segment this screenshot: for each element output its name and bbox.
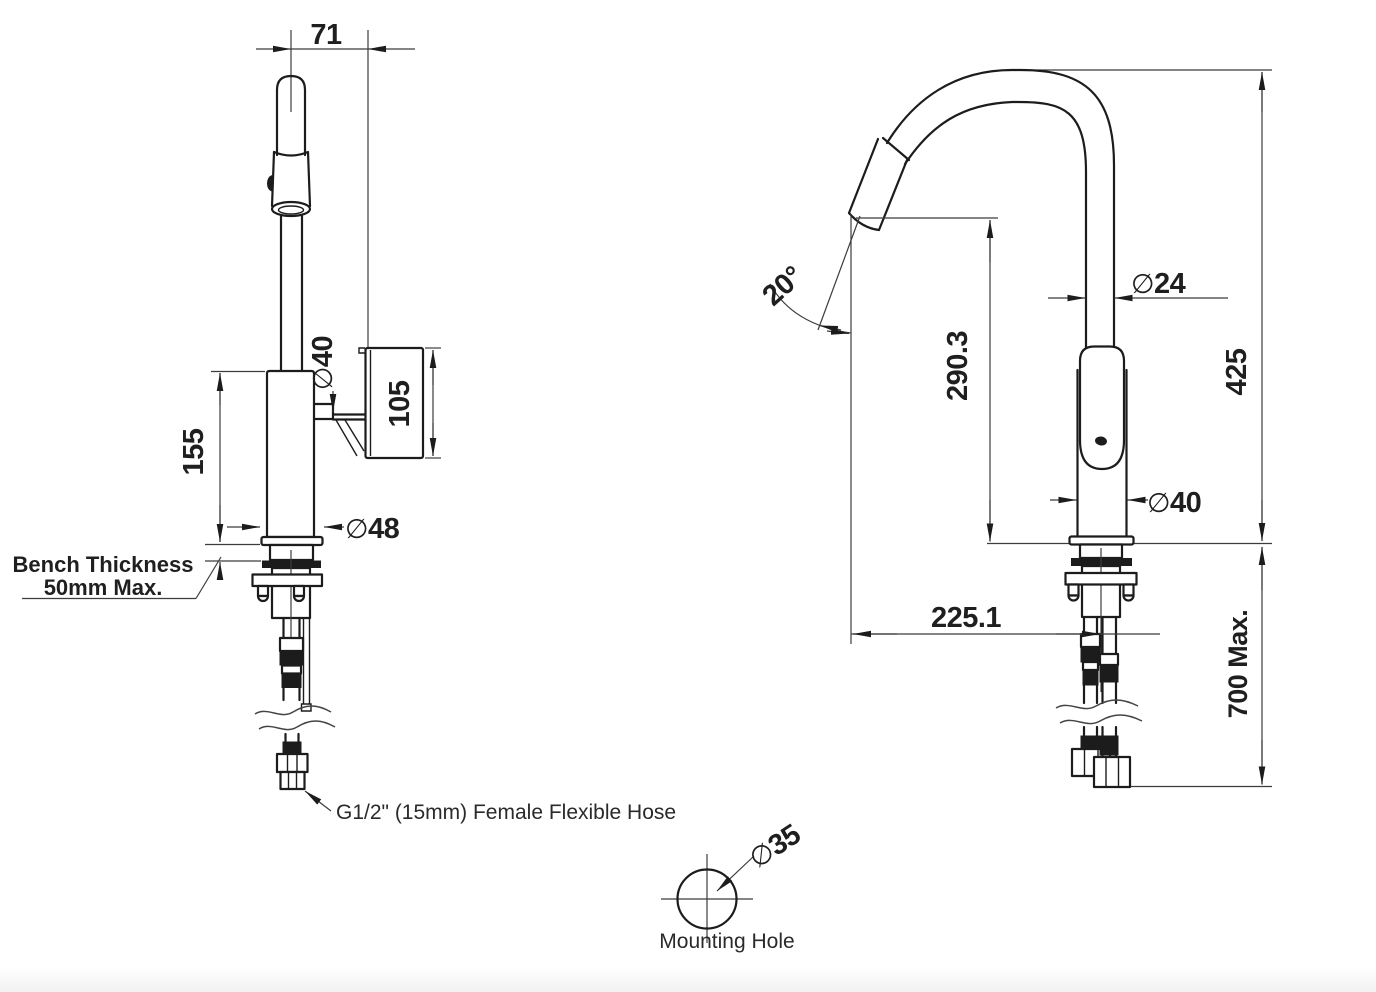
spray-head-right bbox=[272, 150, 312, 208]
spray-button bbox=[267, 175, 273, 192]
dim-425-label: 425 bbox=[1221, 348, 1253, 395]
front-view: 71 ∅40 105 155 ∅48 bbox=[13, 19, 677, 824]
handle-plate bbox=[364, 346, 425, 460]
faucet-side-outline bbox=[847, 68, 1135, 546]
handle-dot bbox=[1095, 436, 1107, 446]
page-edge-shading bbox=[0, 966, 1376, 992]
dim-20deg-label: 20° bbox=[757, 260, 810, 312]
dim-under-bench-length: 700 Max. bbox=[1223, 547, 1266, 785]
spout-end-cap bbox=[275, 74, 307, 157]
spray-head-tip bbox=[847, 211, 881, 232]
dim-spray-angle: 20° bbox=[757, 214, 861, 644]
dim-35-label: ∅35 bbox=[743, 818, 806, 875]
dim-spout-reach: 225.1 bbox=[851, 602, 1160, 638]
stud-right bbox=[292, 584, 306, 598]
bench-thickness-note: Bench Thickness 50mm Max. bbox=[13, 543, 261, 600]
mounting-hole-circle bbox=[676, 868, 738, 930]
break-line bbox=[254, 705, 332, 716]
under-bench-front bbox=[251, 543, 336, 791]
stud-right bbox=[1122, 583, 1135, 597]
clamp-bracket bbox=[251, 573, 324, 588]
hose-coupling bbox=[275, 752, 309, 774]
spray-head-outer bbox=[847, 137, 880, 215]
dim-body-diameter: ∅40 bbox=[1050, 487, 1202, 519]
break-line bbox=[258, 720, 336, 731]
dim-71-label: 71 bbox=[310, 19, 342, 51]
spray-head-face bbox=[270, 200, 312, 218]
dim-105-label: 105 bbox=[384, 380, 416, 427]
handle-plate-tab bbox=[358, 347, 365, 354]
stud-nut-left bbox=[256, 594, 270, 603]
dim-40-body-label: ∅40 bbox=[1147, 487, 1201, 519]
dim-48-label: ∅48 bbox=[345, 513, 400, 545]
dim-overall-height: 425 bbox=[1221, 72, 1266, 541]
base-flange bbox=[260, 535, 324, 547]
spray-head-joint bbox=[881, 136, 911, 162]
gooseneck-outer bbox=[885, 68, 1116, 352]
stud-nut-right bbox=[292, 594, 306, 603]
stud-left bbox=[256, 584, 270, 598]
dim-spout-tube-diameter: ∅24 bbox=[1048, 268, 1228, 302]
hose-note: G1/2" (15mm) Female Flexible Hose bbox=[304, 790, 676, 824]
hose-hex-nut bbox=[279, 770, 306, 791]
spray-head-left bbox=[270, 150, 276, 208]
spray-head-inner bbox=[877, 158, 909, 232]
dim-head-diameter: ∅40 bbox=[307, 336, 339, 412]
under-bench-side bbox=[1055, 543, 1143, 789]
hose-collar bbox=[278, 636, 305, 653]
guide-tube-end bbox=[300, 703, 312, 712]
hose-fitting bbox=[279, 650, 304, 666]
handle-side bbox=[1078, 345, 1126, 471]
clamp-bracket bbox=[1064, 571, 1138, 586]
dim-290-label: 290.3 bbox=[942, 331, 974, 401]
hose-hex-nut bbox=[1092, 755, 1132, 789]
lever-hub bbox=[312, 402, 335, 421]
side-view: 20° ∅24 290.3 425 ∅40 bbox=[757, 68, 1272, 789]
dim-155-label: 155 bbox=[178, 428, 210, 475]
stud-left bbox=[1067, 583, 1080, 597]
bench-note-line1: Bench Thickness bbox=[13, 552, 194, 577]
dim-24-label: ∅24 bbox=[1131, 268, 1186, 300]
aerator-ring bbox=[277, 205, 305, 215]
dim-handle-height: 105 bbox=[384, 347, 441, 459]
hose-note-label: G1/2" (15mm) Female Flexible Hose bbox=[336, 801, 676, 824]
dim-225-label: 225.1 bbox=[931, 602, 1001, 634]
mounting-hole-caption: Mounting Hole bbox=[659, 930, 794, 953]
dim-spout-outlet-height: 290.3 bbox=[856, 217, 998, 542]
dim-spout-offset: 71 bbox=[256, 19, 415, 347]
break-line bbox=[1055, 699, 1139, 710]
base-flange-side bbox=[1068, 535, 1135, 546]
break-line bbox=[1059, 714, 1143, 725]
dim-body-height: 155 bbox=[178, 370, 265, 542]
mounting-hole-detail: ∅35 Mounting Hole bbox=[659, 818, 806, 953]
faucet-body bbox=[265, 369, 316, 539]
dim-base-diameter: ∅48 bbox=[227, 513, 400, 545]
faucet-front-outline bbox=[260, 30, 425, 547]
dim-40-head-label: ∅40 bbox=[307, 336, 339, 390]
dim-700-label: 700 Max. bbox=[1223, 610, 1253, 719]
gooseneck-inner bbox=[903, 100, 1088, 352]
bench-note-line2: 50mm Max. bbox=[44, 575, 163, 600]
